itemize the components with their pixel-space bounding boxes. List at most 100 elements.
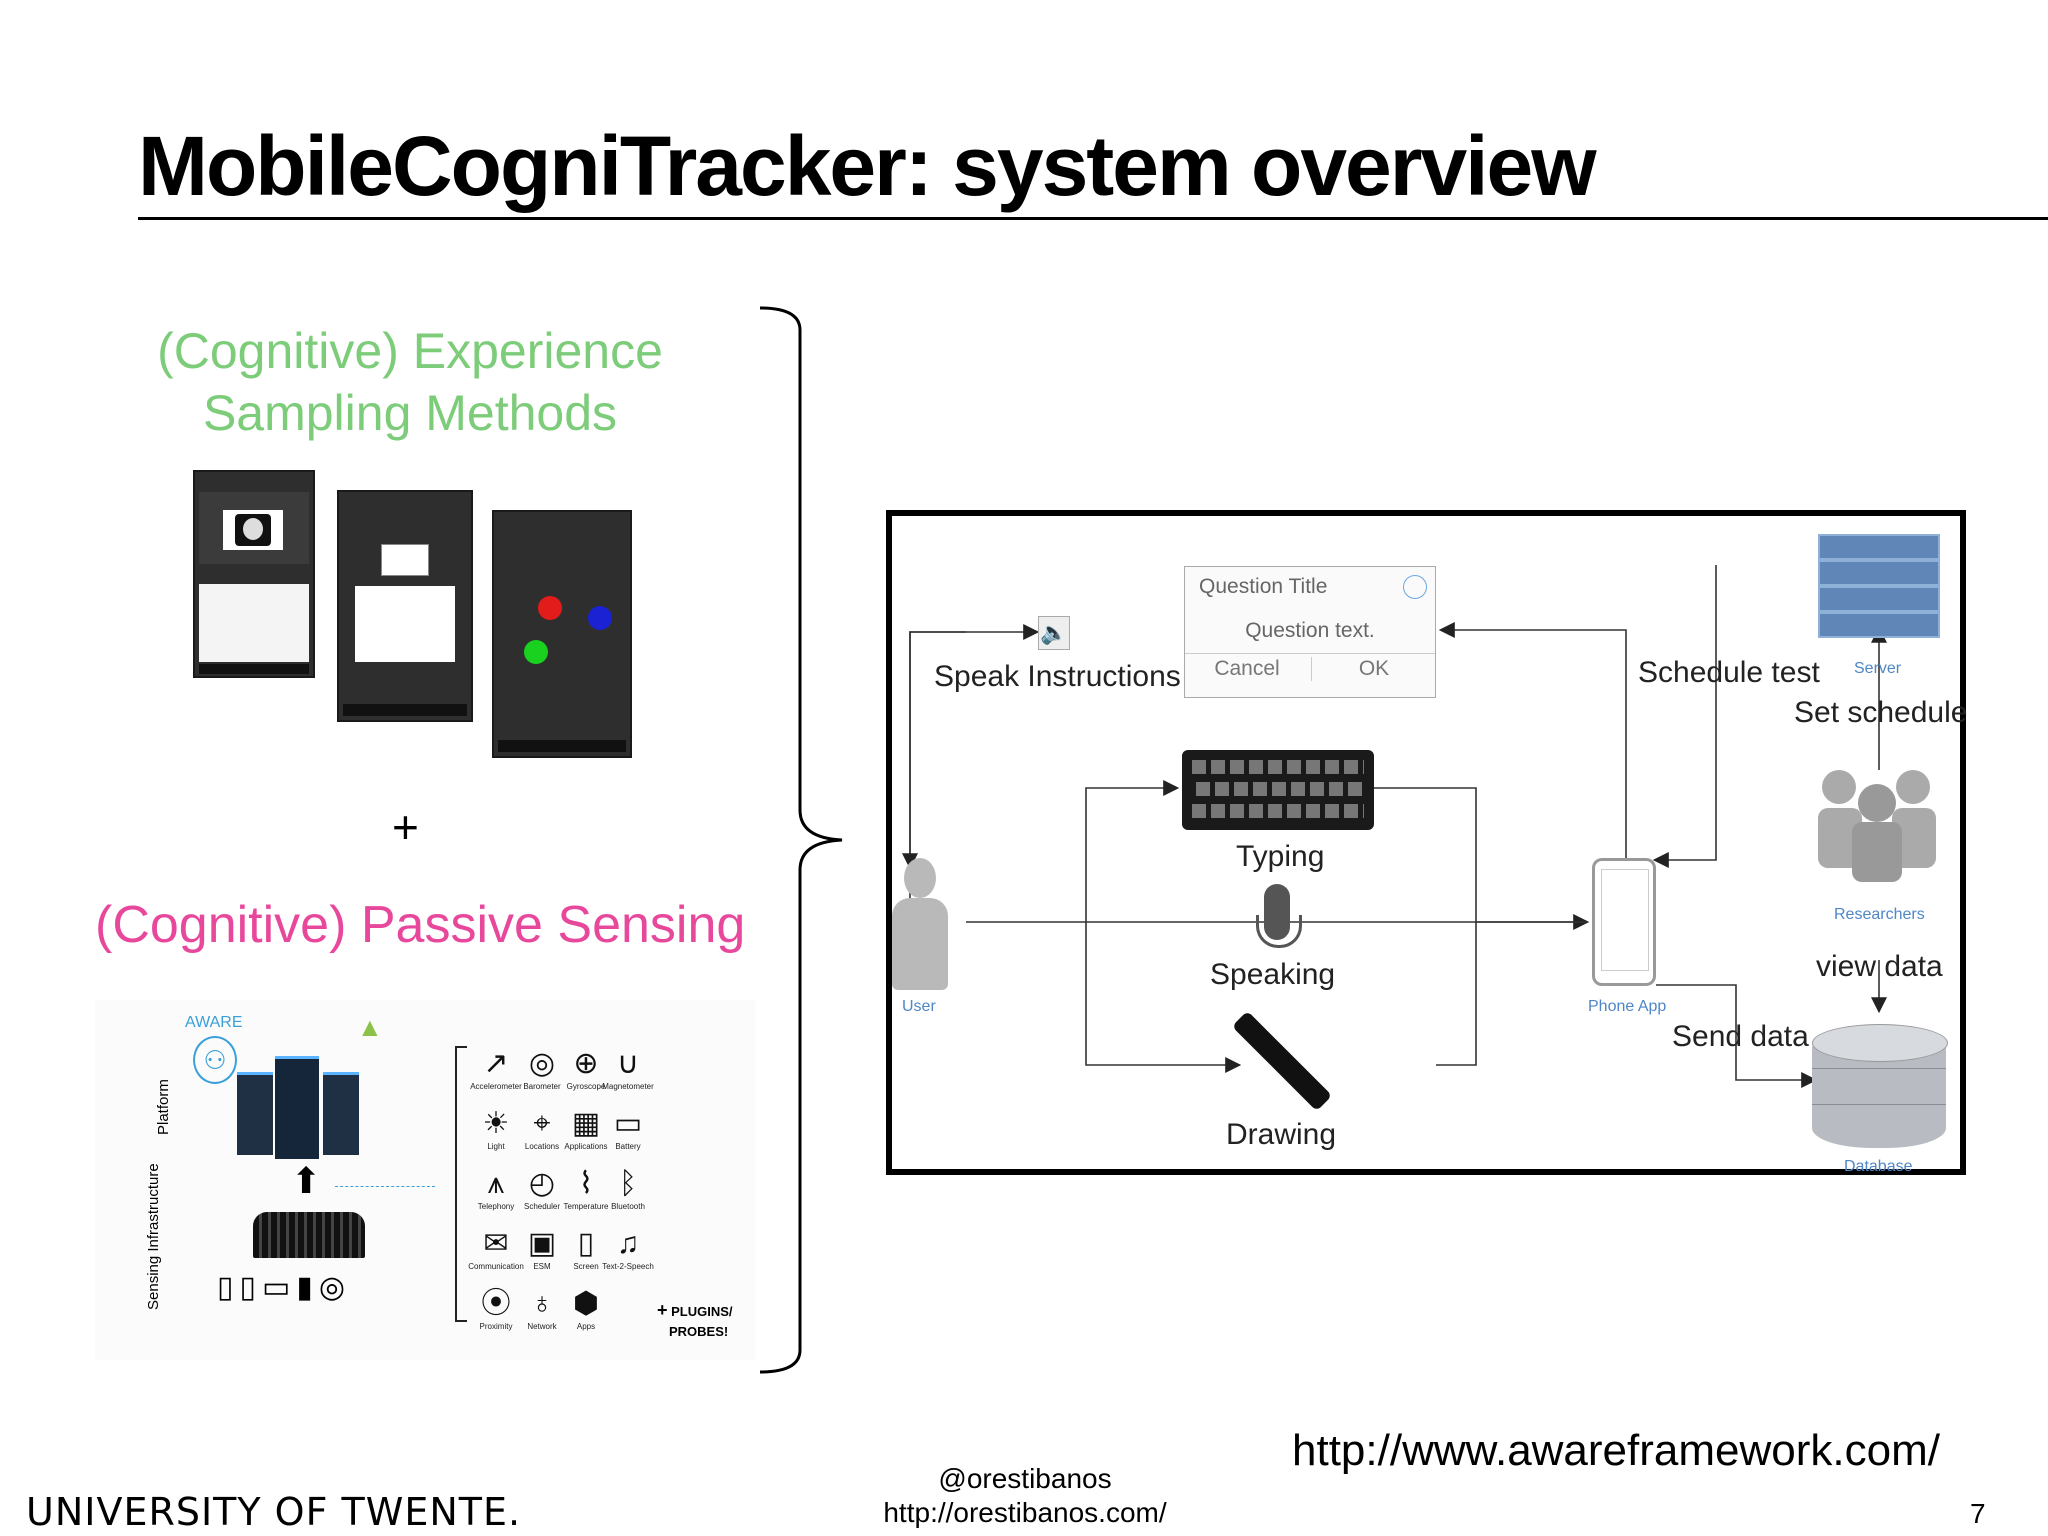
sensor-scheduler: ◴ Scheduler [513,1166,571,1211]
apps-icon: ▦ [571,1107,601,1140]
researchers-label: Researchers [1834,906,1925,923]
view-data-label: view data [1816,950,1943,983]
crowd-image [253,1212,365,1258]
bluetooth-icon: ᛒ [619,1167,637,1200]
sensor-accelerometer: ↗ Accelerometer [467,1046,525,1091]
sensor-locations: ⌖Locations [513,1106,571,1151]
aware-framework-link[interactable]: http://www.awareframework.com/ [1292,1426,1940,1475]
sensor-temperature: ⌇Temperature [557,1166,615,1211]
twitter-handle[interactable]: @orestibanos [938,1463,1112,1494]
system-diagram [886,510,1966,1175]
schedule-test-label: Schedule test [1638,656,1820,689]
clock-icon: ◴ [528,1167,556,1200]
esm-heading: (Cognitive) Experience Sampling Methods [95,320,725,444]
dialog-cancel-button[interactable]: Cancel [1214,657,1280,680]
sensor-label: Bluetooth [611,1202,645,1211]
server-icon [1818,520,1940,650]
chat-icon: ✉ [483,1227,509,1260]
dialog-ok-button[interactable]: OK [1311,657,1436,681]
sensor-text-2-speech: ♫Text-2-Speech [599,1226,657,1271]
sensor-label: Magnetometer [602,1082,654,1091]
sensor-label: Communication [468,1262,524,1271]
aware-person-icon: ⚇ [193,1036,237,1084]
homepage-link[interactable]: http://orestibanos.com/ [883,1497,1167,1528]
dialog-question-text: Question text. [1245,619,1375,642]
plugins-line2: PROBES! [669,1324,729,1339]
server-cluster-image [231,1050,371,1160]
sensor-network: ♁Network [513,1286,571,1331]
sensor-applications: ▦ Applications [557,1106,615,1151]
question-dialog: Question Title Question text. Cancel OK [1184,566,1436,698]
up-arrow-icon: ⬆ [291,1160,322,1201]
esm-phone-screenshot-3 [492,510,632,758]
blue-dot [588,606,612,630]
drawing-canvas [355,586,455,662]
gyroscope-icon: ⊕ [573,1047,599,1080]
diagram-connectors [902,565,1887,1088]
database-icon [1812,1018,1948,1158]
speaking-label: Speaking [1210,958,1336,991]
sensor-apps: ⬢ Apps [557,1286,615,1331]
plugins-label: + PLUGINS/ PROBES! [657,1300,733,1342]
cube-icon: ⬢ [572,1287,600,1320]
plus-sign: + [392,801,419,853]
sensor-label: Temperature [563,1202,609,1211]
gauge-icon: ◎ [528,1047,556,1080]
battery-icon: ▭ [613,1107,643,1140]
aware-brand-label: AWARE [185,1014,243,1031]
red-dot [538,596,562,620]
esm-icon: ▣ [527,1227,557,1260]
page-number: 7 [1970,1498,1986,1529]
sensor-label: Barometer [523,1082,561,1091]
plugins-line1: PLUGINS/ [671,1304,733,1319]
platform-label: Platform [155,1079,172,1135]
sensor-esm: ▣ ESM [513,1226,571,1271]
sensor-label: Accelerometer [470,1082,522,1091]
connector-dotted-line [335,1186,435,1187]
typing-label: Typing [1236,840,1325,873]
sensor-label: Apps [576,1322,596,1331]
chart-icon: ↗ [483,1047,509,1080]
proximity-icon: ⦿ [481,1287,511,1320]
sensor-battery: ▭Battery [599,1106,657,1151]
sensor-barometer: ◎ Barometer [513,1046,571,1091]
sun-icon: ☀ [482,1107,510,1140]
sensor-bracket [455,1046,467,1322]
sensor-label: Proximity [479,1322,513,1331]
sensor-gyroscope: ⊕Gyroscope [557,1046,615,1091]
esm-heading-line1: (Cognitive) Experience [157,323,663,379]
user-label: User [902,998,936,1015]
dialog-divider [1185,653,1435,654]
phone-app-label: Phone App [1588,998,1667,1015]
sensor-label: Telephony [477,1202,515,1211]
sensor-label: Applications [564,1142,608,1151]
aware-figure: AWARE ⚇ ▲ Platform Sensing Infrastructur… [95,1000,755,1360]
sensing-infrastructure-label: Sensing Infrastructure [145,1163,162,1310]
esm-phone-screenshot-2 [337,490,473,722]
android-icon: ▲ [357,1012,383,1042]
set-schedule-label: Set schedule [1794,696,1968,729]
university-logo-text: UNIVERSITY OF TWENTE. [26,1490,522,1534]
author-contact: @orestibanos http://orestibanos.com/ [830,1462,1220,1530]
speech-icon: ♫ [616,1227,640,1260]
user-icon [892,858,948,990]
plugins-plus: + [657,1300,668,1320]
sensor-screen: ▯Screen [557,1226,615,1271]
magnet-icon: ∪ [617,1047,639,1080]
sensor-light: ☀ Light [467,1106,525,1151]
antenna-icon: ⩚ [487,1167,505,1200]
screen-icon: ▯ [577,1227,595,1260]
dialog-radio-icon [1403,575,1427,599]
server-label: Server [1854,660,1902,677]
dialog-title: Question Title [1199,575,1328,598]
sensor-telephony: ⩚ Telephony [467,1166,525,1211]
sensor-label: Scheduler [523,1202,561,1211]
sensor-label: Light [487,1142,505,1151]
sensor-communication: ✉ Communication [467,1226,525,1271]
esm-heading-line2: Sampling Methods [202,385,618,441]
speaker-icon: 🔈 [1038,616,1070,650]
sensor-label: ESM [533,1262,551,1271]
pentagon-drawing-stimulus [381,544,429,576]
sensor-magnetometer: ∪ Magnetometer [599,1046,657,1091]
speak-instructions-label: Speak Instructions [934,660,1181,693]
